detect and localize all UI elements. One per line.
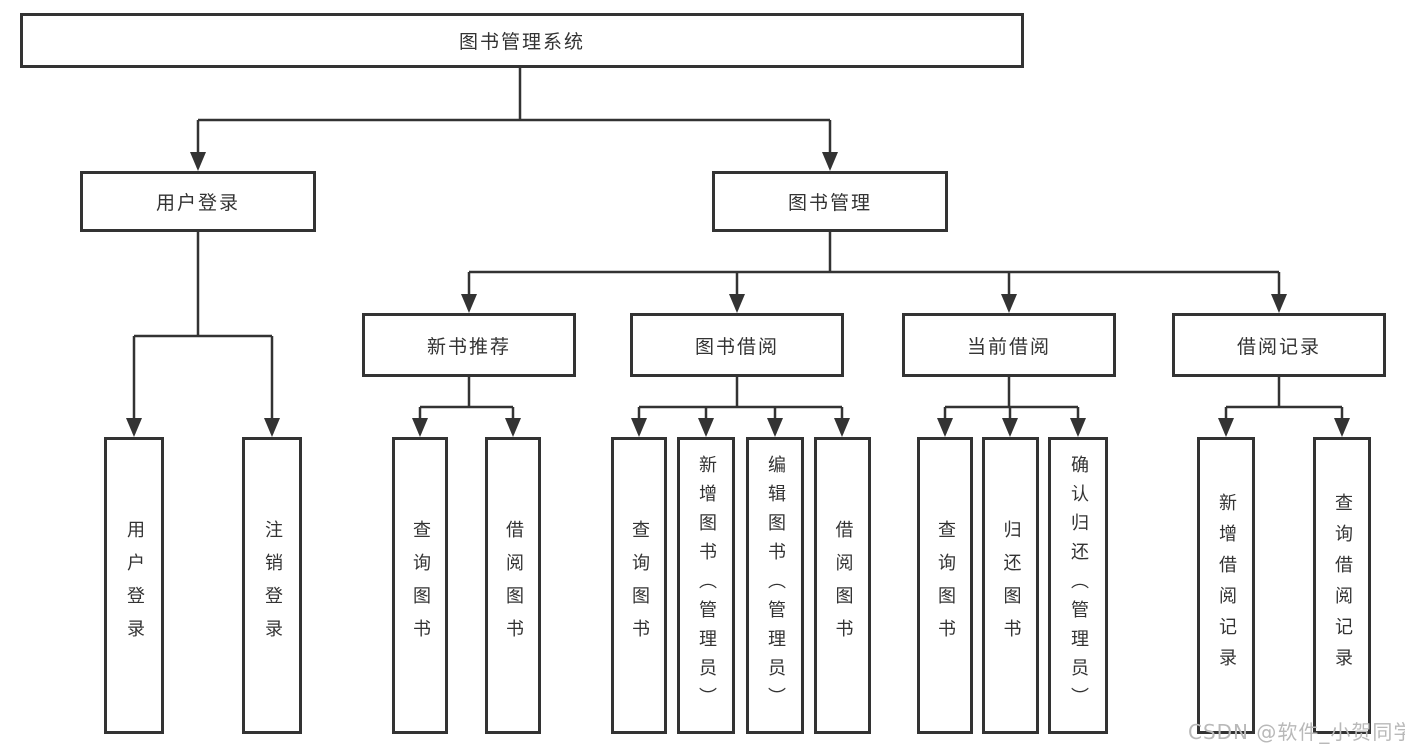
- leaf-user-login: 用户登录: [104, 437, 164, 734]
- node-borrowing-records: 借阅记录: [1172, 313, 1386, 377]
- leaf-records-query-record: 查询借阅记录: [1313, 437, 1371, 734]
- node-library-management-system: 图书管理系统: [20, 13, 1024, 68]
- node-book-borrowing: 图书借阅: [630, 313, 844, 377]
- leaf-borrowing-add-books-admin: 新增图书（管理员）: [677, 437, 735, 734]
- leaf-current-return-books: 归还图书: [982, 437, 1039, 734]
- node-book-management: 图书管理: [712, 171, 948, 232]
- leaf-current-confirm-return-admin: 确认归还（管理员）: [1048, 437, 1108, 734]
- leaf-newbook-query-books: 查询图书: [392, 437, 448, 734]
- node-new-book-recommend: 新书推荐: [362, 313, 576, 377]
- leaf-newbook-borrow-books: 借阅图书: [485, 437, 541, 734]
- node-user-login: 用户登录: [80, 171, 316, 232]
- leaf-borrowing-borrow-books: 借阅图书: [814, 437, 871, 734]
- arrowhead-icons: [126, 152, 1350, 437]
- node-current-borrowing: 当前借阅: [902, 313, 1116, 377]
- leaf-logout-login: 注销登录: [242, 437, 302, 734]
- leaf-borrowing-edit-books-admin: 编辑图书（管理员）: [746, 437, 804, 734]
- csdn-watermark: CSDN @软件_小贺同学: [1188, 720, 1405, 744]
- leaf-records-add-record: 新增借阅记录: [1197, 437, 1255, 734]
- leaf-current-query-books: 查询图书: [917, 437, 973, 734]
- leaf-borrowing-query-books: 查询图书: [611, 437, 667, 734]
